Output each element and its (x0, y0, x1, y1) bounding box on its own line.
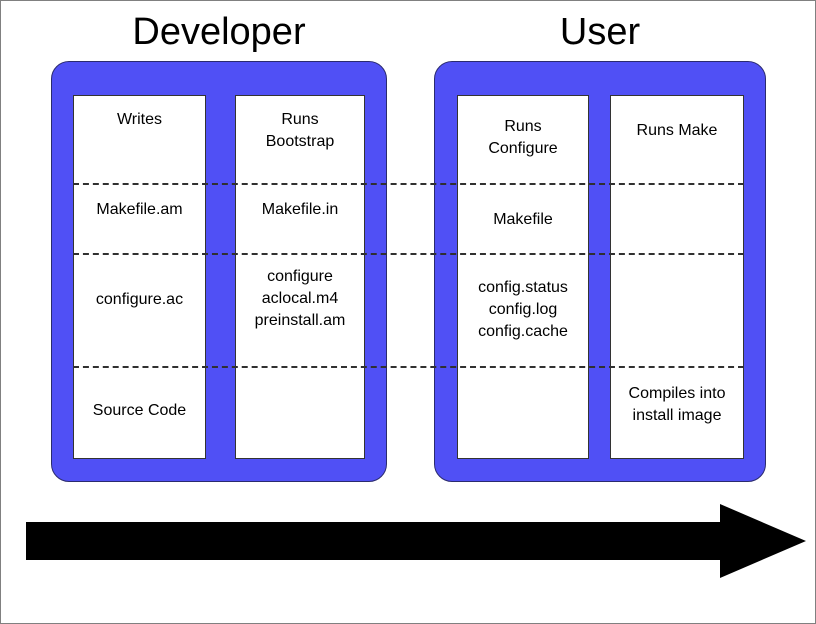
row-separator-2 (73, 253, 744, 255)
group-title-developer: Developer (132, 11, 306, 53)
column-runs-bootstrap (235, 95, 365, 459)
group-title-user: User (559, 11, 641, 53)
row-separator-3 (73, 366, 744, 368)
column-runs-make (610, 95, 744, 459)
row-separator-1 (73, 183, 744, 185)
progression-arrow-icon (26, 504, 806, 578)
column-writes (73, 95, 206, 459)
column-runs-configure (457, 95, 589, 459)
